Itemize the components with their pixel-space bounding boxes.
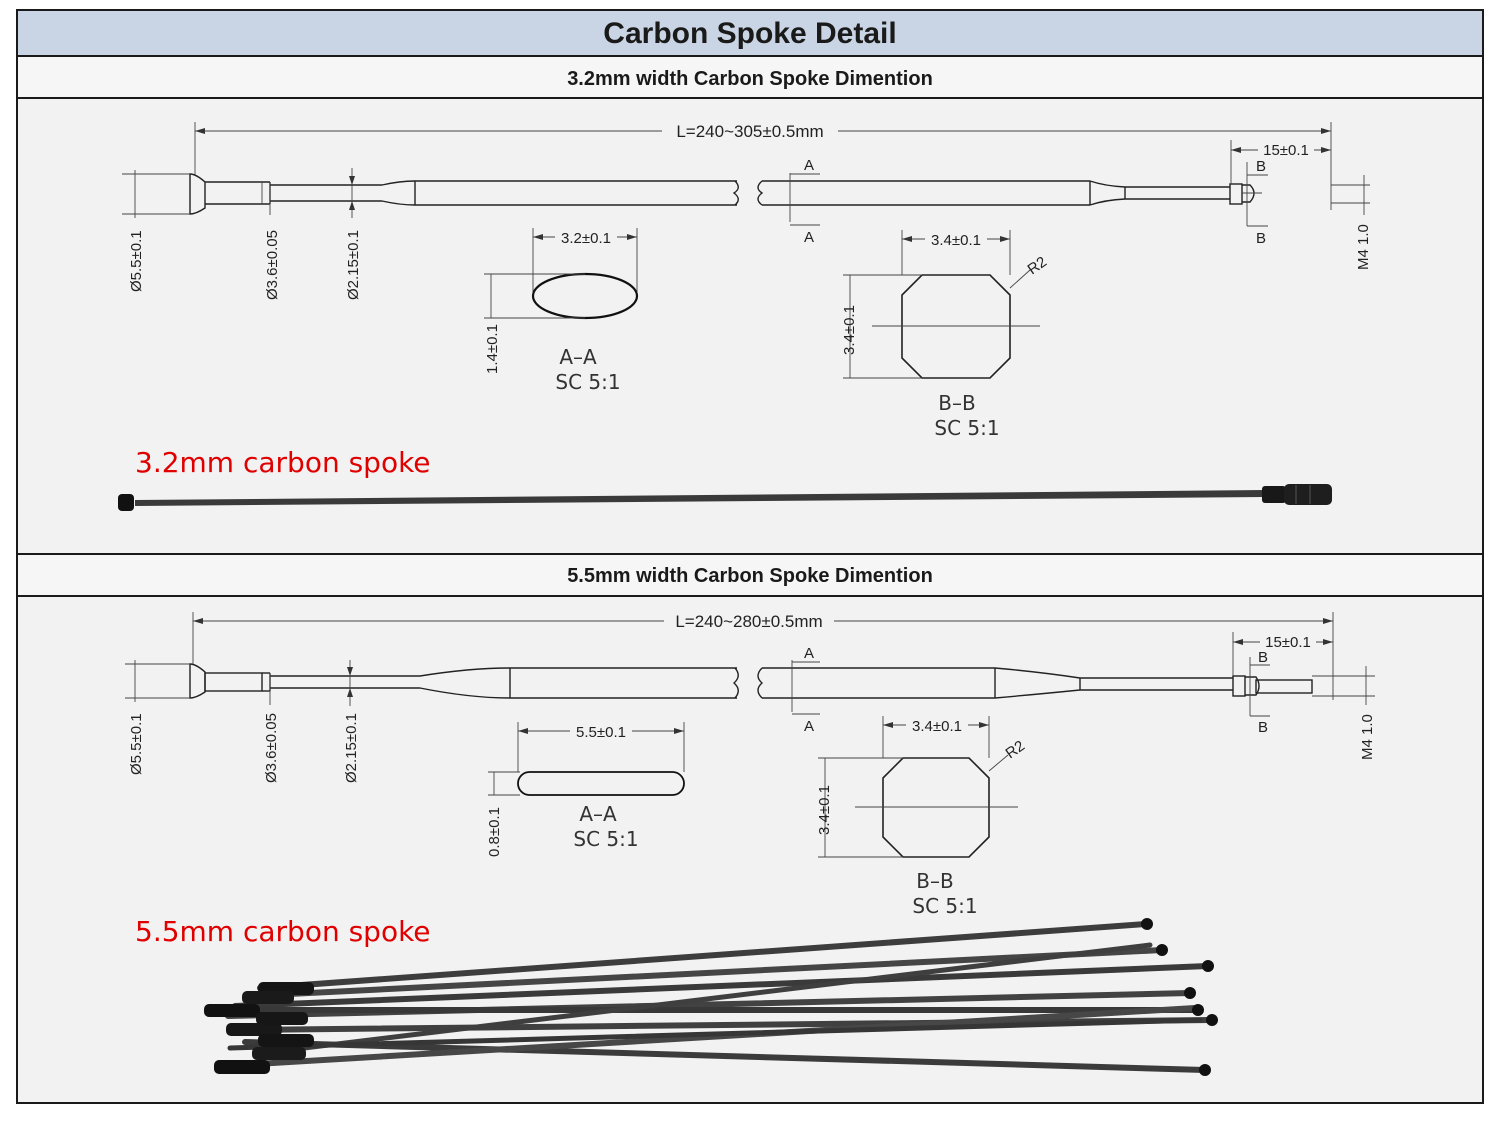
- section-b-width: 3.4±0.1: [931, 232, 981, 249]
- section-a-scale: SC 5:1: [573, 827, 638, 851]
- diameter-neck-label: Ø3.6±0.05: [264, 230, 281, 300]
- section-a-height: 0.8±0.1: [486, 807, 503, 857]
- section-a-height: 1.4±0.1: [484, 324, 501, 374]
- diameter-head-label: Ø5.5±0.1: [128, 713, 145, 775]
- section-b-scale: SC 5:1: [912, 894, 977, 918]
- section-b-name: B–B: [938, 391, 975, 415]
- section-1-title: 3.2mm width Carbon Spoke Dimention: [567, 68, 933, 90]
- spoke-photo: [118, 484, 1332, 511]
- section-a-name: A–A: [579, 802, 617, 826]
- marker-b-bottom: B: [1256, 230, 1266, 247]
- section-b-height: 3.4±0.1: [816, 785, 833, 835]
- spoke-photo-label: 3.2mm carbon spoke: [135, 446, 431, 479]
- marker-b-bottom: B: [1258, 719, 1268, 736]
- spoke-bundle-photo: [204, 918, 1218, 1076]
- marker-a-top: A: [804, 645, 814, 662]
- diameter-neck-label: Ø3.6±0.05: [263, 713, 280, 783]
- title-bar: [16, 9, 1484, 57]
- marker-a-top: A: [804, 157, 814, 174]
- section-1-header: [16, 55, 1484, 99]
- page-title: Carbon Spoke Detail: [603, 17, 896, 50]
- marker-a-bottom: A: [804, 718, 814, 735]
- section-b-scale: SC 5:1: [934, 416, 999, 440]
- section-a-width: 5.5±0.1: [576, 724, 626, 741]
- section-b-height: 3.4±0.1: [841, 305, 858, 355]
- length-dimension: L=240~280±0.5mm: [675, 612, 822, 631]
- spoke-photo-label: 5.5mm carbon spoke: [135, 915, 431, 948]
- marker-b-top: B: [1256, 158, 1266, 175]
- section-2-title: 5.5mm width Carbon Spoke Dimention: [567, 565, 933, 587]
- section-1-drawing: L=240~305±0.5mm 15±0.1: [118, 122, 1372, 511]
- section-2-header: [16, 553, 1484, 597]
- diameter-shaft-label: Ø2.15±0.1: [345, 230, 362, 300]
- end-dimension: 15±0.1: [1265, 634, 1311, 651]
- thread-label: M4 1.0: [1355, 224, 1372, 270]
- diameter-shaft-label: Ø2.15±0.1: [343, 713, 360, 783]
- section-a-name: A–A: [559, 345, 597, 369]
- marker-a-bottom: A: [804, 229, 814, 246]
- section-2-drawing: L=240~280±0.5mm 15±0.1: [125, 612, 1376, 1076]
- length-dimension: L=240~305±0.5mm: [676, 122, 823, 141]
- diameter-head-label: Ø5.5±0.1: [128, 230, 145, 292]
- section-b-name: B–B: [916, 869, 953, 893]
- section-b-width: 3.4±0.1: [912, 718, 962, 735]
- section-a-scale: SC 5:1: [555, 370, 620, 394]
- section-a-width: 3.2±0.1: [561, 230, 611, 247]
- marker-b-top: B: [1258, 649, 1268, 666]
- thread-label: M4 1.0: [1359, 714, 1376, 760]
- end-dimension: 15±0.1: [1263, 142, 1309, 159]
